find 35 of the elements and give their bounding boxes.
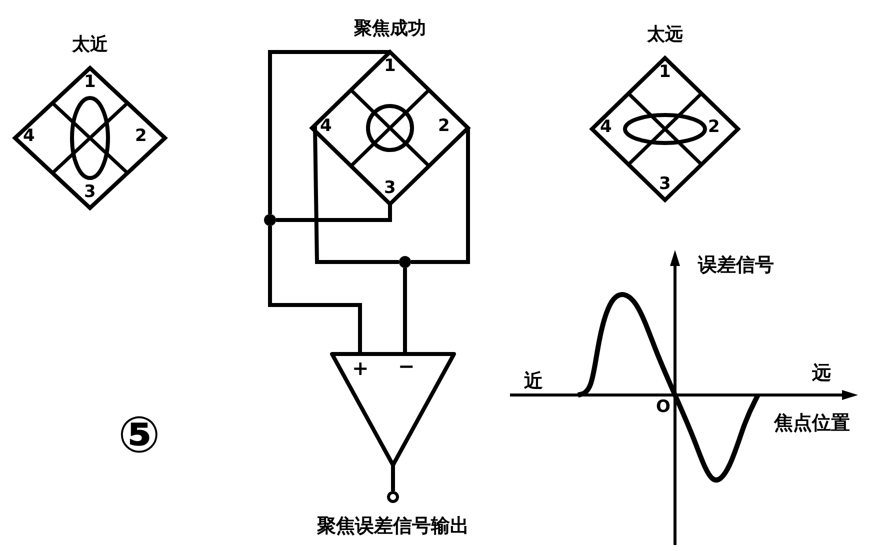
output-terminal [387, 491, 399, 503]
quadrant-number: 4 [320, 118, 332, 135]
amplifier-triangle [330, 352, 456, 465]
wire [403, 268, 407, 352]
quadrant-number: 4 [23, 128, 35, 145]
output-caption: 聚焦误差信号输出 [317, 517, 469, 536]
quadrant-number: 1 [384, 58, 396, 75]
wire [391, 465, 395, 491]
quadrant-number: 3 [659, 176, 671, 193]
junction-dot [264, 214, 276, 226]
quadrant-number: 1 [84, 74, 96, 91]
wire [411, 128, 470, 264]
input-sign: + [352, 358, 369, 378]
axis-end-label: 远 [812, 364, 831, 383]
quadrant-number: 2 [438, 118, 450, 135]
junction-dot [399, 256, 411, 268]
wire [312, 126, 399, 264]
axis-end-label: 近 [524, 372, 543, 391]
wire [268, 50, 390, 214]
wire [276, 204, 392, 222]
detector-heading: 太远 [647, 26, 683, 44]
quadrant-number: 1 [659, 64, 671, 81]
quadrant-number: 4 [600, 119, 612, 136]
axis-label: 误差信号 [698, 256, 774, 275]
figure-number: ⑤ [118, 410, 160, 460]
quadrant-number: 2 [708, 119, 720, 136]
quadrant-number: 3 [84, 184, 96, 201]
quadrant-number: 3 [384, 180, 396, 197]
detector-heading: 聚焦成功 [354, 20, 426, 38]
axis-label: 焦点位置 [774, 414, 850, 433]
input-sign: − [398, 356, 415, 376]
origin-label: O [656, 399, 670, 416]
quadrant-number: 2 [135, 128, 147, 145]
detector-heading: 太近 [72, 36, 108, 54]
wire [268, 226, 362, 352]
